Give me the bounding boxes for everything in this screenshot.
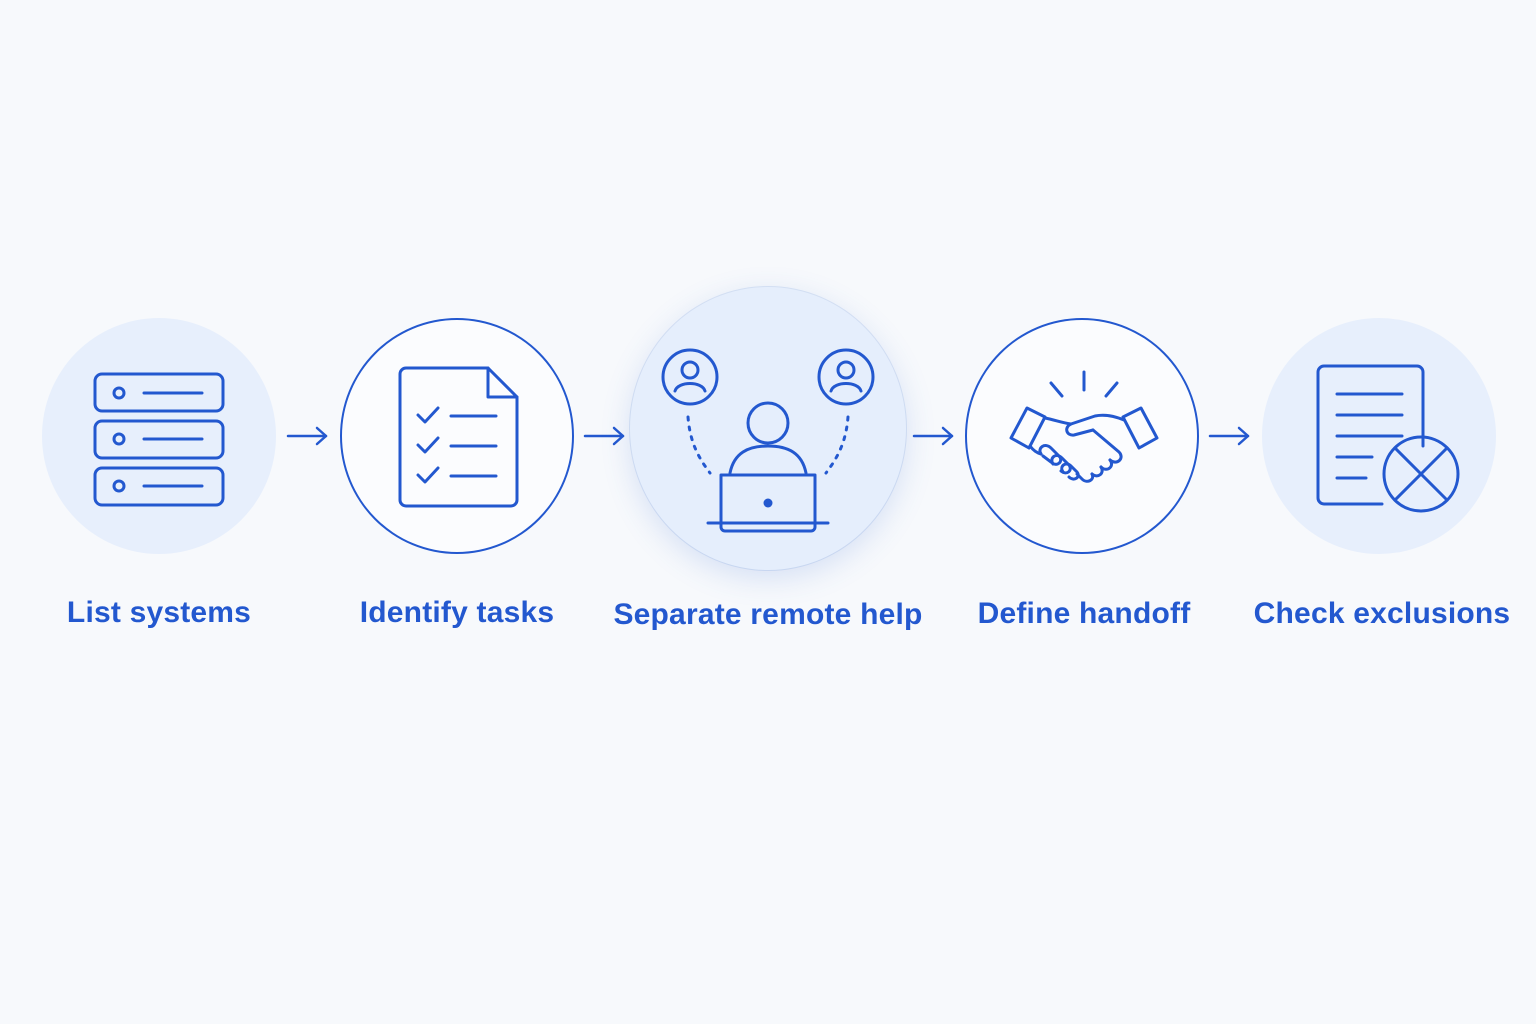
handshake-icon	[1009, 370, 1159, 483]
remote-support-icon	[661, 348, 875, 533]
step-2-label: Identify tasks	[359, 596, 555, 629]
arrow-right-icon	[286, 426, 328, 446]
step-4-label: Define handoff	[977, 597, 1191, 630]
document-excluded-icon	[1316, 364, 1460, 513]
step-5-label: Check exclusions	[1253, 597, 1511, 630]
step-1-label: List systems	[66, 596, 252, 629]
arrow-right-icon	[912, 426, 954, 446]
step-4-circle	[965, 318, 1199, 554]
checklist-document-icon	[398, 366, 519, 508]
step-3-circle	[630, 287, 906, 570]
step-5-circle	[1262, 318, 1496, 554]
arrow-right-icon	[1208, 426, 1250, 446]
step-3-label: Separate remote help	[613, 598, 923, 631]
step-1-circle	[42, 318, 276, 554]
arrow-right-icon	[583, 426, 625, 446]
server-stack-icon	[93, 372, 225, 507]
step-2-circle	[340, 318, 574, 554]
